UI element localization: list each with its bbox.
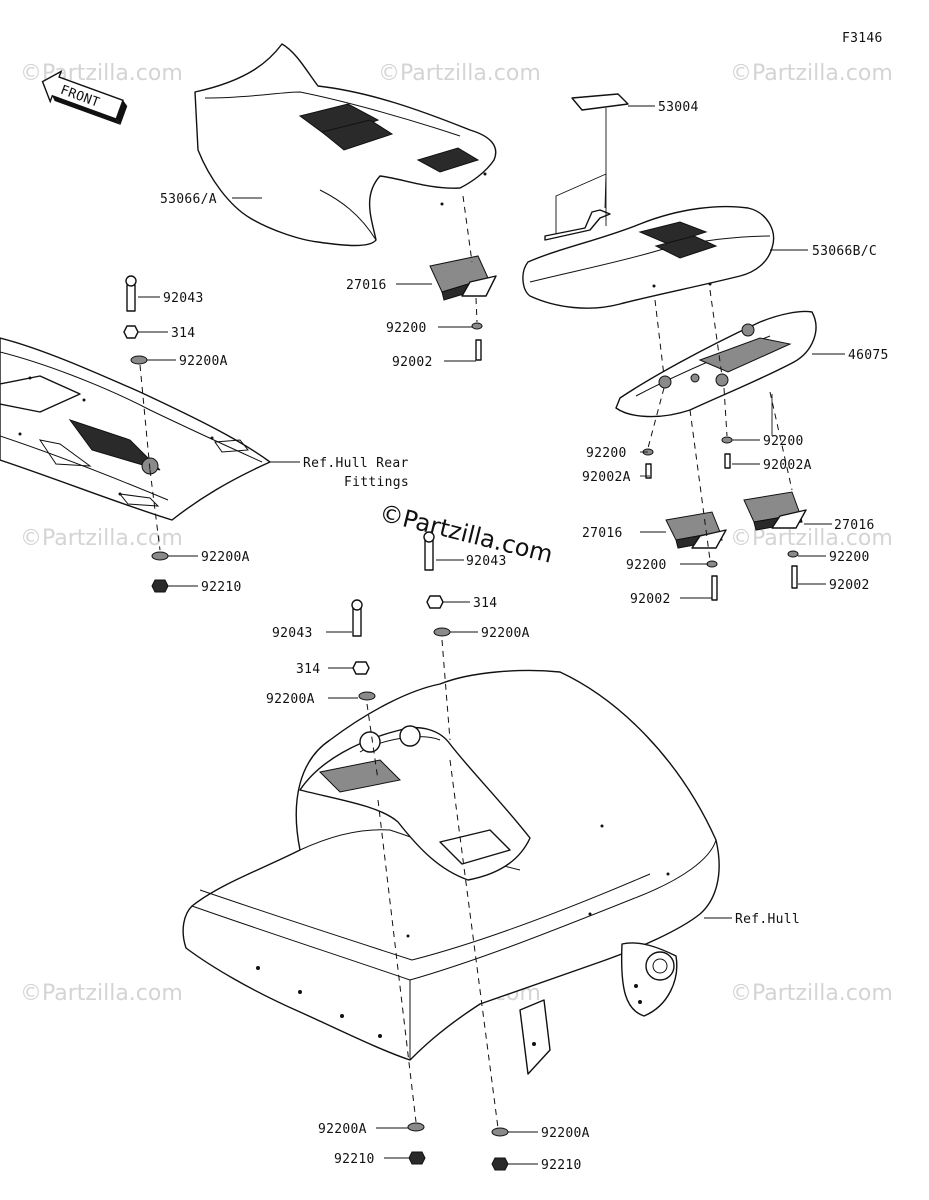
callout-27016: 27016 — [834, 518, 875, 533]
callout-92200: 92200 — [586, 446, 627, 461]
hull — [182, 669, 720, 1075]
ref-hull-rear-label: Fittings — [344, 475, 409, 490]
callout-92002: 92002 — [392, 355, 433, 370]
callout-314: 314 — [296, 662, 320, 677]
ref-hull-rear-label: Ref.Hull Rear — [303, 456, 409, 471]
callout-92002a: 92002A — [763, 458, 812, 473]
callout-53066a: 53066/A — [160, 192, 217, 207]
callout-92043: 92043 — [272, 626, 313, 641]
callout-314: 314 — [473, 596, 497, 611]
callout-53004: 53004 — [658, 100, 699, 115]
callout-92002: 92002 — [829, 578, 870, 593]
callout-92200a: 92200A — [179, 354, 228, 369]
watermark: ©Partzilla.com — [20, 526, 183, 551]
callouts: 53066/A 53004 53066B/C 46075 27016 92200… — [160, 100, 889, 1173]
callout-92200: 92200 — [386, 321, 427, 336]
watermark: ©Partzilla.com — [378, 61, 541, 86]
callout-92200a: 92200A — [266, 692, 315, 707]
callout-92002: 92002 — [630, 592, 671, 607]
callout-92210: 92210 — [334, 1152, 375, 1167]
callout-92200: 92200 — [626, 558, 667, 573]
callout-92200: 92200 — [829, 550, 870, 565]
hull-rear-fittings — [0, 337, 271, 521]
callout-314: 314 — [171, 326, 195, 341]
callout-53066bc: 53066B/C — [812, 244, 877, 259]
callout-27016: 27016 — [346, 278, 387, 293]
callout-92210: 92210 — [201, 580, 242, 595]
hardware — [123, 255, 807, 1171]
callout-27016: 27016 — [582, 526, 623, 541]
pad-53004 — [571, 93, 629, 111]
callout-92200a: 92200A — [481, 626, 530, 641]
callout-92210: 92210 — [541, 1158, 582, 1173]
callout-92002a: 92002A — [582, 470, 631, 485]
diagram-code: F3146 — [842, 31, 883, 46]
leader-lines — [138, 105, 845, 1165]
callout-46075: 46075 — [848, 348, 889, 363]
alignment-lines — [139, 195, 793, 1129]
seat-cover-53066a — [194, 43, 497, 247]
callout-92043: 92043 — [466, 554, 507, 569]
frame-46075 — [615, 310, 817, 418]
callout-92200: 92200 — [763, 434, 804, 449]
watermarks: ©Partzilla.com ©Partzilla.com ©Partzilla… — [20, 61, 893, 1006]
callout-92200a: 92200A — [541, 1126, 590, 1141]
watermark: ©Partzilla.com — [730, 61, 893, 86]
callout-92200a: 92200A — [318, 1122, 367, 1137]
watermark: ©Partzilla.com — [20, 981, 183, 1006]
callout-92200a: 92200A — [201, 550, 250, 565]
ref-hull-label: Ref.Hull — [735, 912, 800, 927]
callout-92043: 92043 — [163, 291, 204, 306]
seat-cover-53066bc — [522, 205, 775, 309]
watermark: ©Partzilla.com — [730, 981, 893, 1006]
